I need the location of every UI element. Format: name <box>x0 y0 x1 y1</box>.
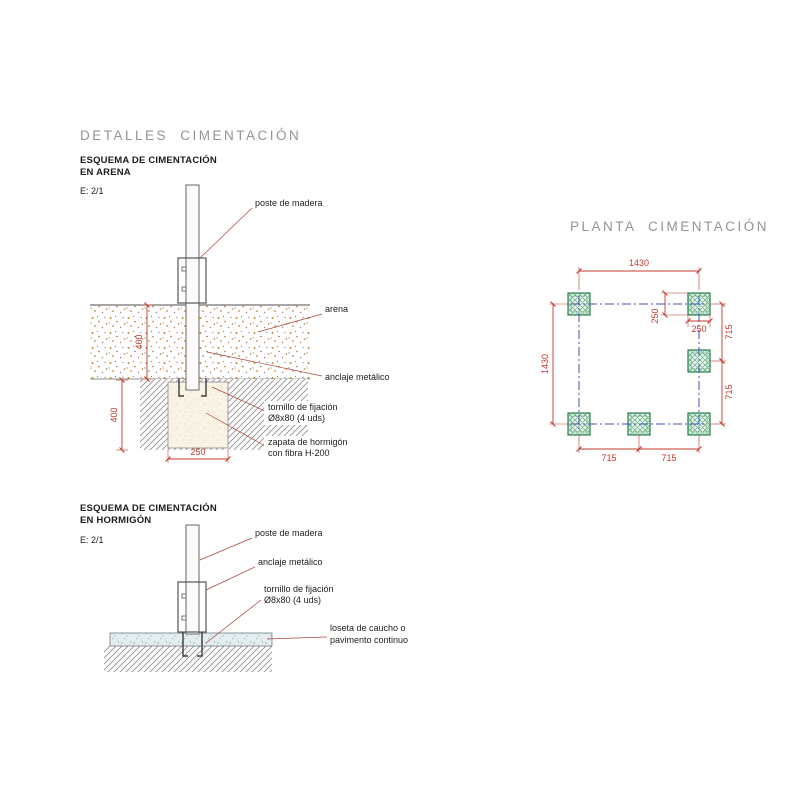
dim-text-715-bottom-right: 715 <box>661 453 676 463</box>
label-tornillo-line1: tornillo de fijación <box>268 402 338 412</box>
bracket-hole <box>181 593 187 599</box>
anchor-prongs <box>178 378 207 397</box>
label-mask <box>264 401 354 425</box>
dim-text-1430-top: 1430 <box>629 258 649 268</box>
wooden-post <box>185 524 200 635</box>
leader-anclaje <box>206 351 323 377</box>
anchor-bolts <box>182 632 203 657</box>
label-poste-madera: poste de madera <box>255 528 323 538</box>
leader-tornillo <box>205 599 262 644</box>
sand-layer <box>90 305 310 379</box>
label-tornillo-line2: Ø8x80 (4 uds) <box>264 595 321 605</box>
rubber-tile-layer <box>109 632 273 647</box>
dim-text-250-footing: 250 <box>190 447 205 457</box>
plan-title: PLANTA CIMENTACIÓN <box>570 219 769 234</box>
arena-heading-line2: EN ARENA <box>80 167 131 178</box>
label-poste-madera: poste de madera <box>255 198 323 208</box>
label-anclaje-metalico: anclaje metálico <box>325 372 390 382</box>
dim-plan-footing-size: 250 250 <box>650 290 713 334</box>
leader-arena <box>257 313 323 333</box>
leader-poste <box>199 207 253 259</box>
dim-sand-depth: 400 <box>134 302 153 382</box>
bracket-hole <box>181 615 187 621</box>
dim-text-400-sand: 400 <box>134 334 144 349</box>
anchor-bracket <box>177 257 207 304</box>
hormigon-heading-line2: EN HORMIGÓN <box>80 514 151 526</box>
leader-poste <box>199 537 253 561</box>
bracket-hole <box>181 266 187 272</box>
dim-text-250-height: 250 <box>650 308 660 323</box>
dim-text-715-right-upper: 715 <box>724 324 734 339</box>
leader-tornillo <box>211 386 268 413</box>
leader-loseta <box>266 636 328 640</box>
label-arena: arena <box>325 304 348 314</box>
label-zapata-line2: con fibra H-200 <box>268 448 330 458</box>
leader-zapata <box>205 412 268 448</box>
concrete-footing <box>167 381 229 449</box>
detail-hormigon: ESQUEMA DE CIMENTACIÓN EN HORMIGÓN E: 2/… <box>80 502 408 672</box>
dim-text-715-right-lower: 715 <box>724 384 734 399</box>
anchor-bracket <box>177 581 207 633</box>
detail-arena: ESQUEMA DE CIMENTACIÓN EN ARENA E: 2/1 4… <box>80 154 390 463</box>
label-mask <box>264 436 356 460</box>
label-tornillo-line1: tornillo de fijación <box>264 584 334 594</box>
dim-footing-depth: 400 <box>109 377 128 453</box>
dim-text-400-footing: 400 <box>109 407 119 422</box>
dim-text-715-bottom-left: 715 <box>601 453 616 463</box>
label-anclaje-metalico: anclaje metálico <box>258 557 323 567</box>
dim-text-250-width: 250 <box>691 324 706 334</box>
bracket-hole <box>181 286 187 292</box>
dim-plan-bottom: 715 715 <box>576 435 702 463</box>
dim-footing-width: 250 <box>165 447 231 463</box>
hormigon-heading-line1: ESQUEMA DE CIMENTACIÓN <box>80 502 217 514</box>
label-zapata-line1: zapata de hormigón <box>268 437 348 447</box>
dim-plan-top: 1430 <box>576 258 702 290</box>
hormigon-scale: E: 2/1 <box>80 535 104 545</box>
wooden-post <box>185 184 200 391</box>
page-title: DETALLES CIMENTACIÓN <box>80 128 301 143</box>
dim-plan-right: 715 715 <box>710 301 734 427</box>
label-loseta-line1: loseta de caucho o <box>330 623 406 633</box>
arena-heading-line1: ESQUEMA DE CIMENTACIÓN <box>80 154 217 166</box>
label-loseta-line2: pavimento continuo <box>330 635 408 645</box>
arena-scale: E: 2/1 <box>80 186 104 196</box>
leader-anclaje <box>205 566 256 591</box>
plan-view: PLANTA CIMENTACIÓN 1430 1430 <box>540 219 769 463</box>
dim-plan-left: 1430 <box>540 301 568 427</box>
dim-text-1430-left: 1430 <box>540 354 550 374</box>
pavement-hatch <box>104 646 272 672</box>
label-tornillo-line2: Ø8x80 (4 uds) <box>268 413 325 423</box>
